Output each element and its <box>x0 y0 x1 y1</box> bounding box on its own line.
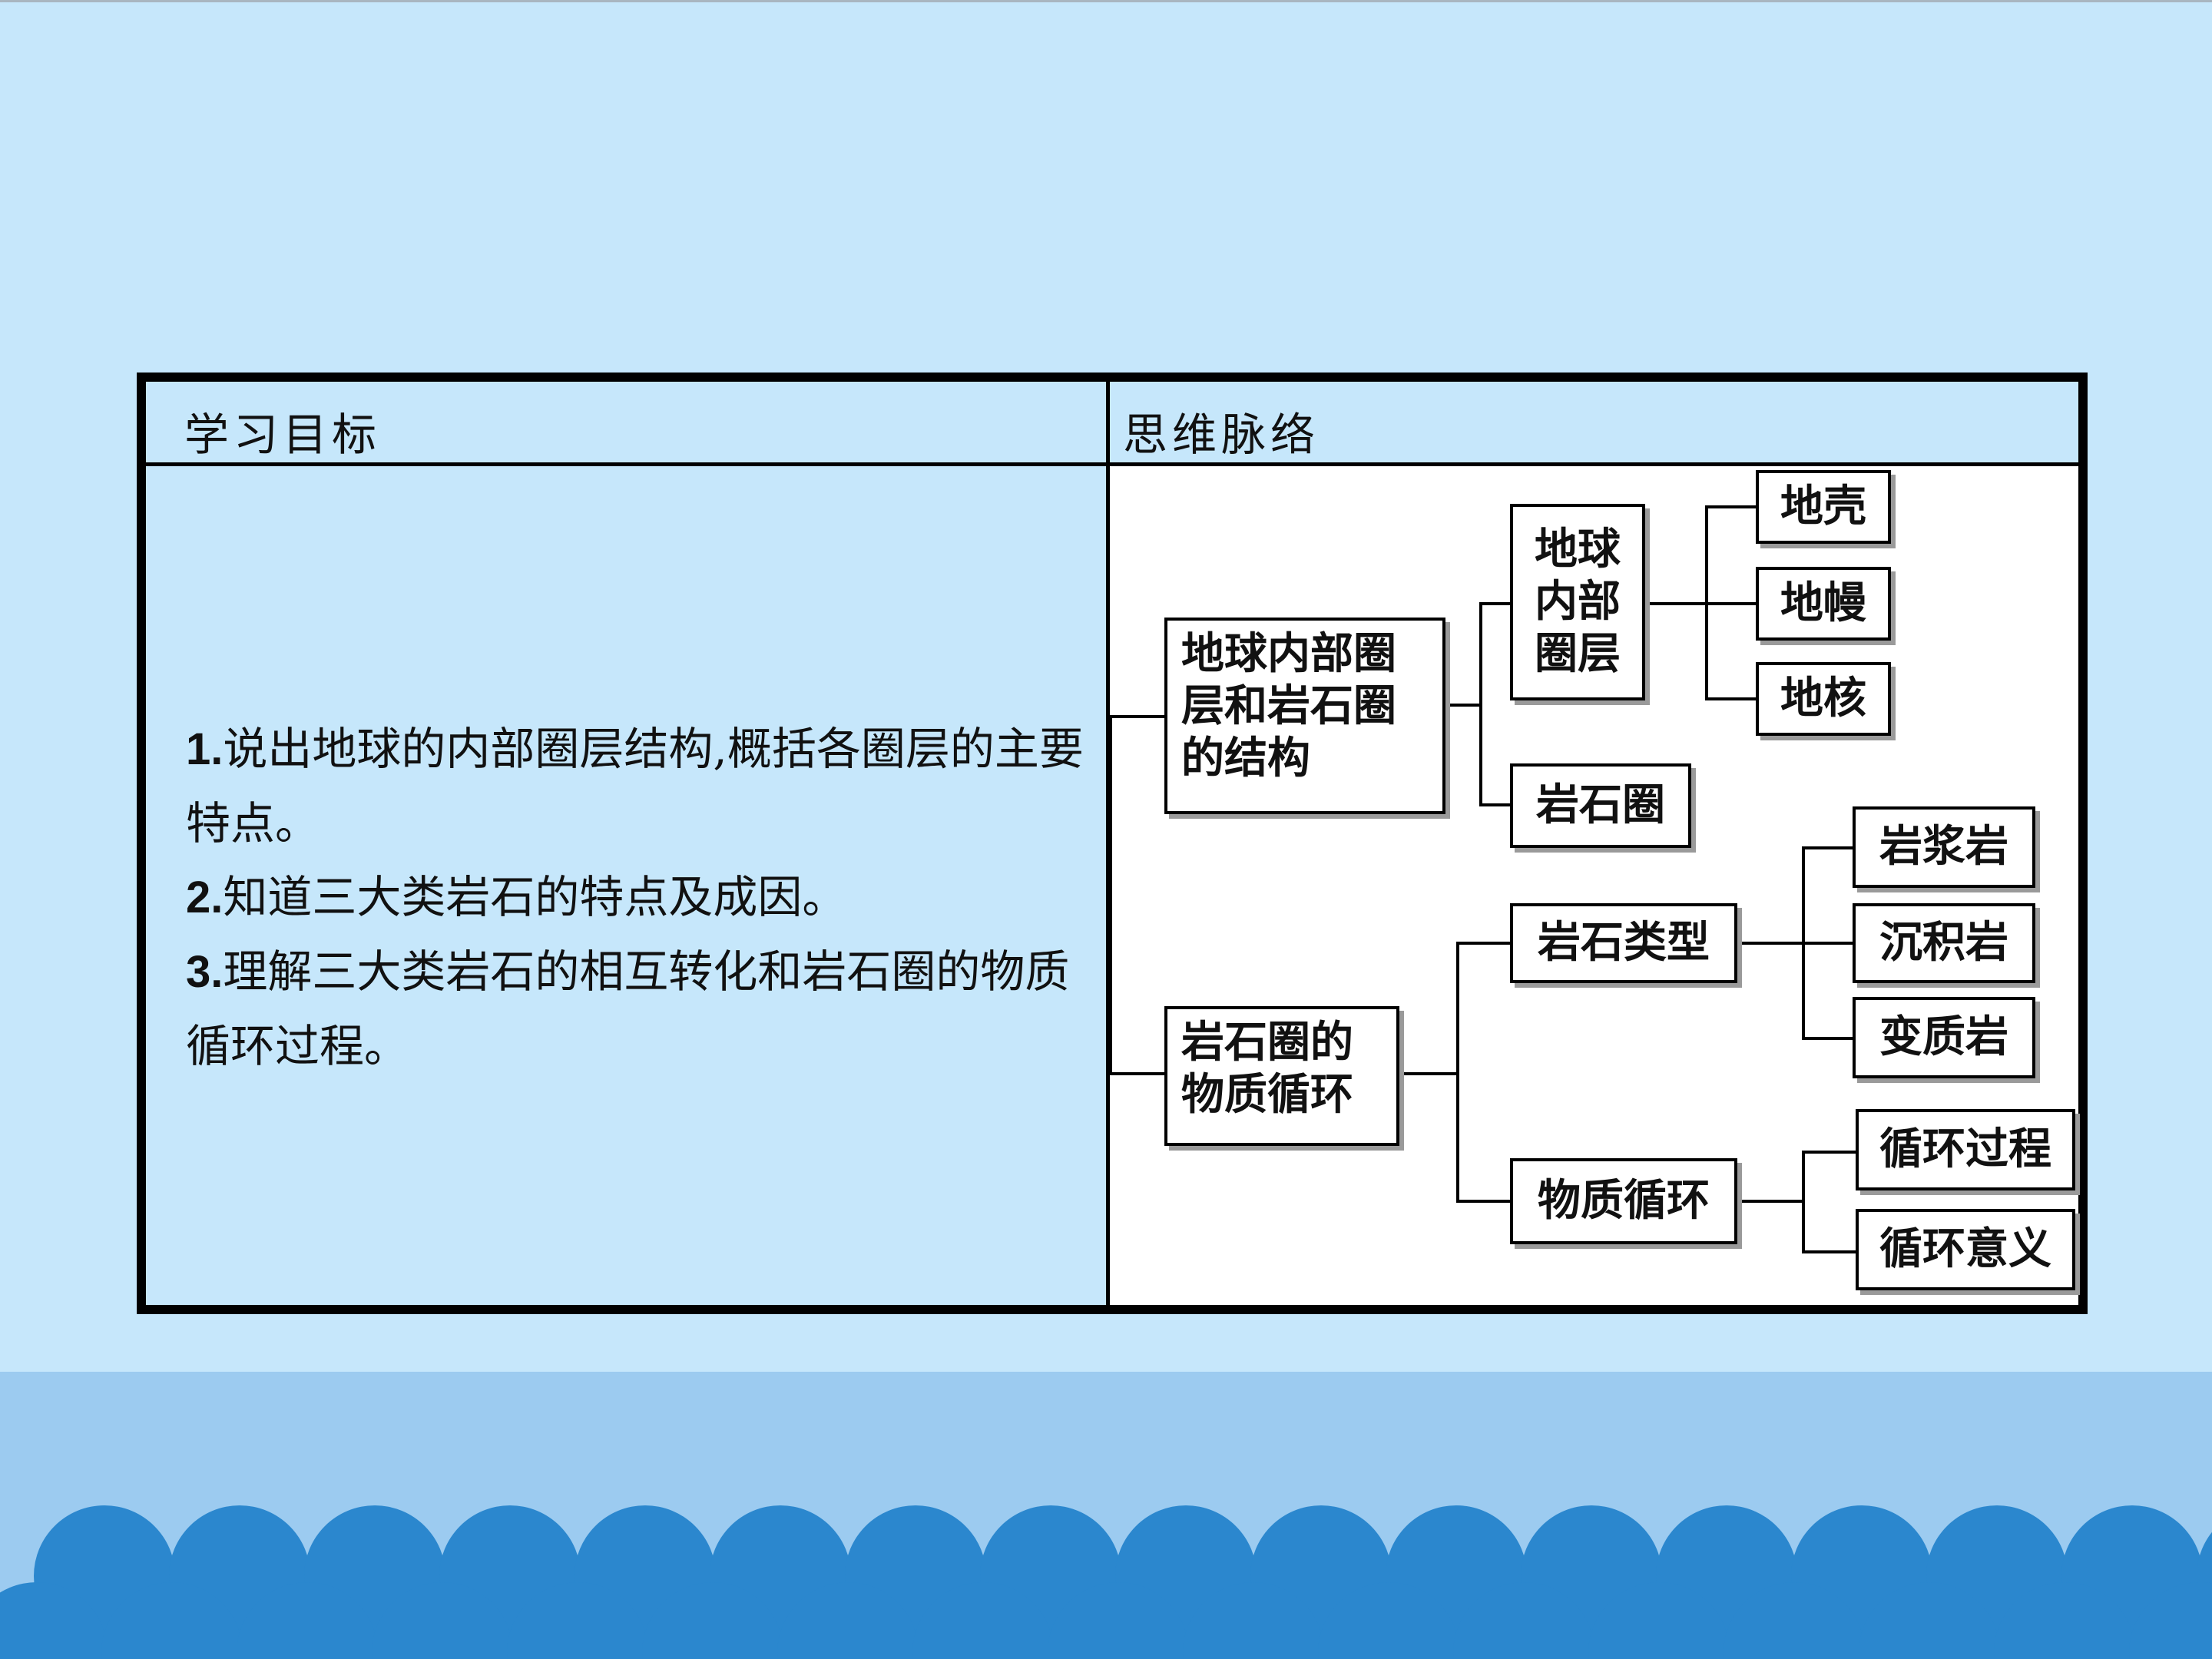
objective-item: 1.说出地球的内部圈层结构,概括各圈层的主要特点。 <box>186 712 1084 860</box>
objectives-list: 1.说出地球的内部圈层结构,概括各圈层的主要特点。 2.知道三大类岩石的特点及成… <box>186 712 1084 1083</box>
scallop-circle <box>372 1582 513 1659</box>
scallop-circle <box>1994 1582 2135 1659</box>
scallop-circle <box>642 1582 783 1659</box>
scallop-circle <box>507 1582 648 1659</box>
objective-text: 理解三大类岩石的相互转化和岩石圈的物质循环过程。 <box>186 945 1070 1072</box>
node-mantle: 地幔 <box>1756 567 1891 641</box>
scallop-circle <box>1588 1582 1730 1659</box>
node-sedimentary: 沉积岩 <box>1853 903 2035 983</box>
objective-number: 3. <box>186 947 224 997</box>
objective-number: 2. <box>186 873 224 922</box>
slide-top-border <box>0 0 2212 2</box>
column-divider <box>1106 382 1110 1305</box>
node-metamorphic: 变质岩 <box>1853 997 2035 1078</box>
scallop-circle <box>1318 1582 1459 1659</box>
scallop-circle <box>2129 1582 2212 1659</box>
scallop-circle <box>101 1582 243 1659</box>
node-igneous: 岩浆岩 <box>1853 806 2035 888</box>
scallop-circle <box>1724 1582 1865 1659</box>
scallop-circle <box>1453 1582 1594 1659</box>
node-interior-layers: 地球内部圈层 <box>1510 504 1645 700</box>
node-rock-types: 岩石类型 <box>1510 903 1737 983</box>
scallop-decoration <box>0 1505 2212 1659</box>
node-lithosphere: 岩石圈 <box>1510 763 1691 848</box>
scallop-circle <box>912 1582 1054 1659</box>
node-core: 地核 <box>1756 662 1891 736</box>
table-header-row <box>146 382 2078 466</box>
objective-number: 1. <box>186 724 224 774</box>
node-material-cycle: 物质循环 <box>1510 1158 1737 1244</box>
scallop-circle <box>0 1582 108 1659</box>
objective-text: 知道三大类岩石的特点及成因。 <box>223 871 847 923</box>
objective-item: 2.知道三大类岩石的特点及成因。 <box>186 860 1084 935</box>
node-cycle: 岩石圈的物质循环 <box>1164 1006 1399 1146</box>
scallop-circle <box>1859 1582 2000 1659</box>
node-crust: 地壳 <box>1756 470 1891 544</box>
scallop-circle <box>1183 1582 1324 1659</box>
scallop-circle <box>1048 1582 1189 1659</box>
objective-text: 说出地球的内部圈层结构,概括各圈层的主要特点。 <box>186 723 1084 849</box>
scallop-circle <box>237 1582 378 1659</box>
header-learning-goals: 学习目标 <box>184 409 382 461</box>
objective-item: 3.理解三大类岩石的相互转化和岩石圈的物质循环过程。 <box>186 935 1084 1083</box>
node-cycle-process: 循环过程 <box>1856 1109 2075 1190</box>
scallop-circle <box>777 1582 919 1659</box>
header-mind-map: 思维脉络 <box>1123 409 1320 461</box>
node-structure: 地球内部圈层和岩石圈的结构 <box>1164 618 1445 814</box>
node-cycle-meaning: 循环意义 <box>1856 1209 2075 1290</box>
